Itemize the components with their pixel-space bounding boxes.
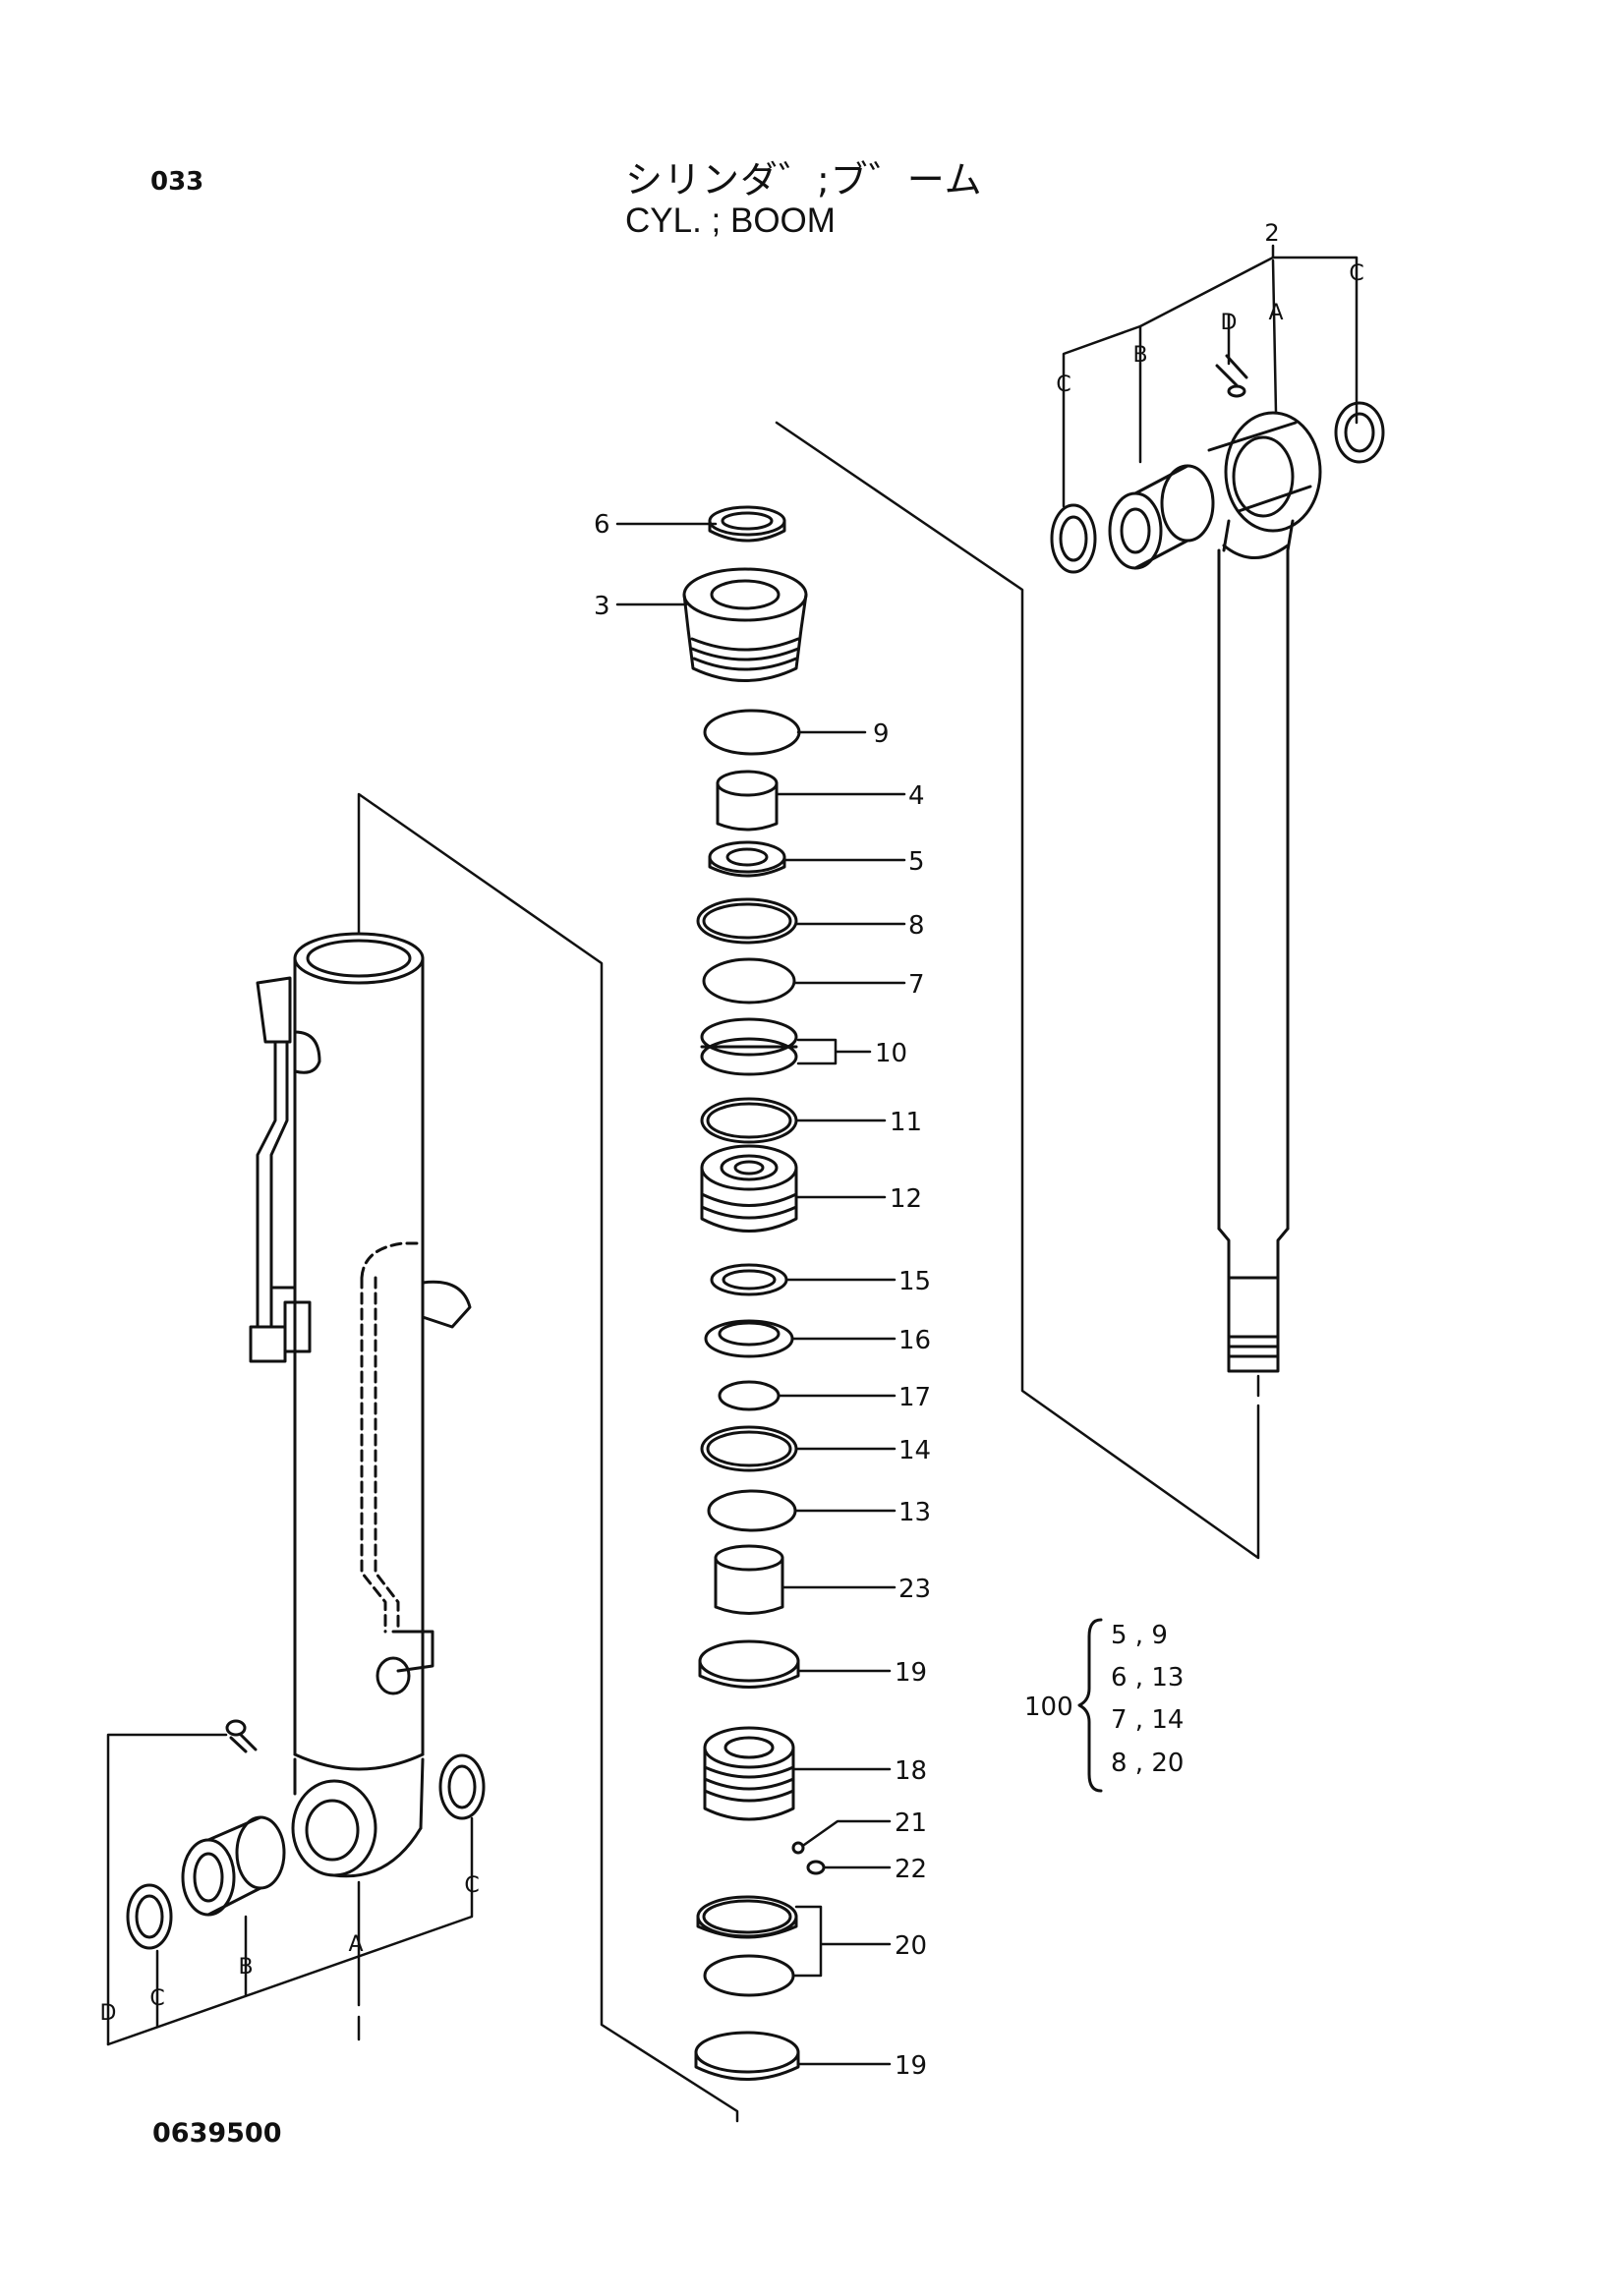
part-label-22: 22 xyxy=(895,1855,927,1884)
part-labels: 6 3 9 4 5 8 7 10 11 12 15 16 17 14 13 23… xyxy=(594,510,1184,2081)
part-label-21: 21 xyxy=(895,1808,927,1838)
leader-lines xyxy=(615,522,906,2066)
piston-rod-assembly xyxy=(775,244,1385,1560)
part-label-15: 15 xyxy=(898,1267,931,1296)
part-label-5: 5 xyxy=(908,847,925,877)
part-label-6: 6 xyxy=(594,510,610,540)
part-label-17: 17 xyxy=(898,1383,931,1412)
kit-number: 100 xyxy=(1024,1693,1073,1722)
kit-row-2: 6 , 13 xyxy=(1111,1663,1184,1693)
part-label-20: 20 xyxy=(895,1931,927,1961)
cylinder-tube-assembly xyxy=(106,792,739,2123)
rod-letter-b: B xyxy=(1132,343,1147,368)
tube-letter-c-right: C xyxy=(464,1873,479,1898)
part-label-10: 10 xyxy=(875,1039,907,1068)
part-label-23: 23 xyxy=(898,1575,931,1604)
part-label-18: 18 xyxy=(895,1756,927,1786)
drawing-code: 0639500 xyxy=(152,2118,282,2149)
tube-letter-b: B xyxy=(238,1955,253,1980)
rod-letter-c-left: C xyxy=(1056,373,1070,397)
part-label-12: 12 xyxy=(890,1184,922,1214)
part-label-13: 13 xyxy=(898,1498,931,1527)
part-label-19-upper: 19 xyxy=(895,1658,927,1688)
rod-letter-c-right: C xyxy=(1349,261,1363,286)
tube-letter-a: A xyxy=(348,1932,363,1957)
part-label-7: 7 xyxy=(908,970,925,1000)
part-label-4: 4 xyxy=(908,781,925,811)
part-label-19-lower: 19 xyxy=(895,2051,927,2081)
kit-row-3: 7 , 14 xyxy=(1111,1705,1184,1735)
internal-parts-stack xyxy=(682,505,826,2081)
part-label-9: 9 xyxy=(873,719,890,749)
tube-letter-d: D xyxy=(100,2001,117,2026)
tube-letter-c-left: C xyxy=(149,1986,164,2011)
kit-brace xyxy=(1077,1618,1103,1793)
title-japanese: シリンダ゛;ブ゛ーム xyxy=(625,158,983,201)
rod-letter-d: D xyxy=(1221,311,1238,335)
rod-letter-a: A xyxy=(1268,301,1283,325)
page-number: 033 xyxy=(150,167,204,197)
kit-row-4: 8 , 20 xyxy=(1111,1749,1184,1778)
part-label-2: 2 xyxy=(1264,219,1279,247)
kit-row-1: 5 , 9 xyxy=(1111,1621,1168,1650)
title-english: CYL. ; BOOM xyxy=(625,201,836,240)
part-label-3: 3 xyxy=(594,592,610,621)
part-label-8: 8 xyxy=(908,911,925,941)
part-label-14: 14 xyxy=(898,1436,931,1465)
part-label-16: 16 xyxy=(898,1326,931,1355)
part-label-11: 11 xyxy=(890,1108,922,1137)
